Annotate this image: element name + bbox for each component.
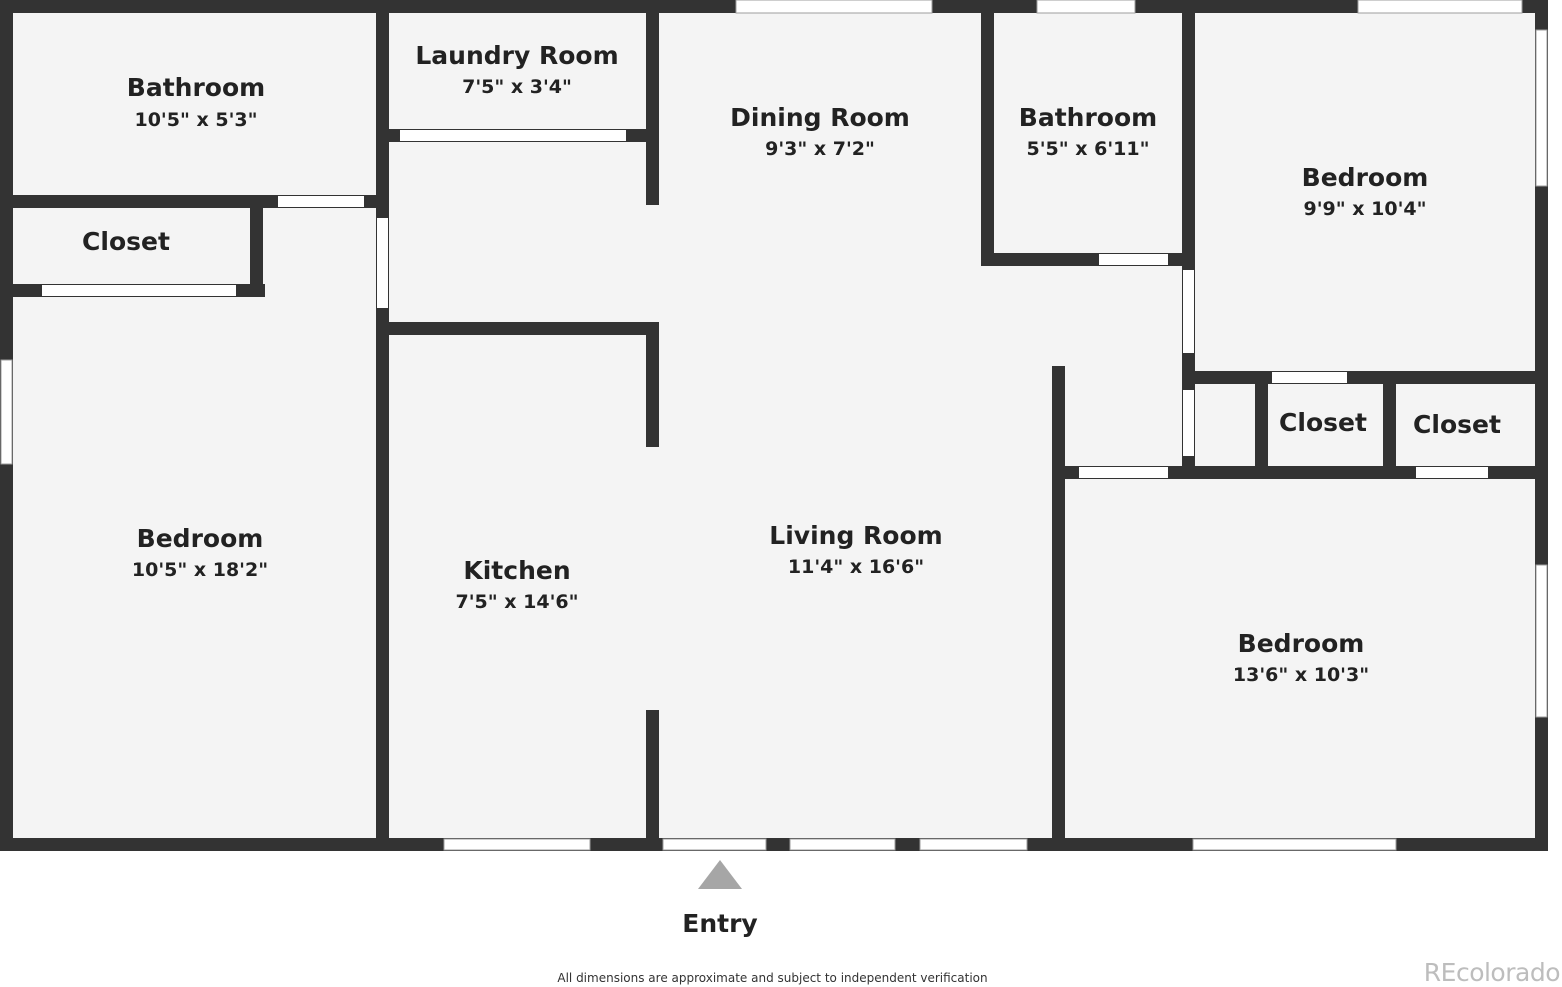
room-name-living: Living Room — [769, 521, 942, 550]
room-dims-bathroom-2: 5'5" x 6'11" — [1026, 138, 1149, 160]
room-dims-bedroom-se: 13'6" x 10'3" — [1233, 664, 1369, 686]
brand-watermark: REcolorado — [1423, 958, 1561, 987]
room-name-bedroom-se: Bedroom — [1238, 629, 1365, 658]
disclaimer-text: All dimensions are approximate and subje… — [557, 971, 988, 985]
room-name-dining: Dining Room — [730, 103, 910, 132]
room-name-bathroom-2: Bathroom — [1019, 103, 1157, 132]
room-name-laundry: Laundry Room — [415, 41, 618, 70]
door-openings — [42, 130, 1488, 478]
entry-label: Entry — [682, 909, 757, 938]
room-name-closet-w: Closet — [82, 227, 170, 256]
entry-arrow-icon — [698, 860, 742, 889]
room-dims-bedroom-ne: 9'9" x 10'4" — [1303, 198, 1426, 220]
room-name-closet-e1: Closet — [1279, 408, 1367, 437]
windows — [0, 0, 1548, 851]
room-name-bedroom-ne: Bedroom — [1302, 163, 1429, 192]
room-name-bathroom-1: Bathroom — [127, 73, 265, 102]
room-name-closet-e2: Closet — [1413, 410, 1501, 439]
room-name-kitchen: Kitchen — [463, 556, 570, 585]
room-dims-laundry: 7'5" x 3'4" — [462, 76, 572, 98]
room-name-bedroom-w: Bedroom — [137, 524, 264, 553]
room-dims-bathroom-1: 10'5" x 5'3" — [134, 109, 257, 131]
room-dims-bedroom-w: 10'5" x 18'2" — [132, 559, 268, 581]
room-dims-kitchen: 7'5" x 14'6" — [455, 591, 578, 613]
floor-area — [0, 0, 1548, 851]
room-dims-dining: 9'3" x 7'2" — [765, 138, 875, 160]
room-dims-living: 11'4" x 16'6" — [788, 556, 924, 578]
